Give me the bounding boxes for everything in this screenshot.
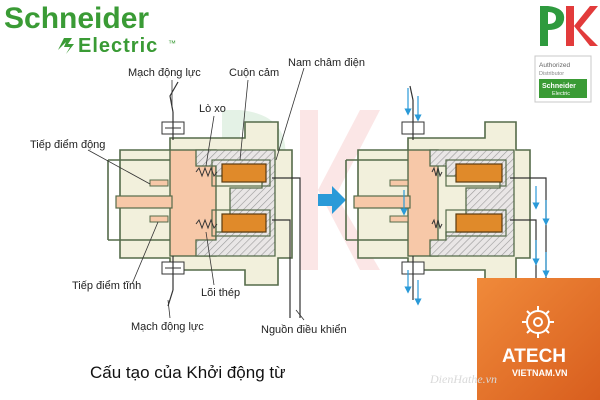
svg-text:Electric: Electric [552, 91, 570, 97]
electric-name: Electric [78, 35, 158, 57]
distributor-badge: Authorized Distributor Schneider Electri… [534, 55, 592, 103]
schneider-logo: Schneider Electric ™ [4, 2, 176, 57]
current-flow-arrows [400, 88, 550, 306]
svg-text:Authorized: Authorized [539, 62, 570, 69]
diagram-caption: Cấu tạo của Khởi động từ [90, 363, 286, 382]
contact-moving-top [149, 179, 169, 187]
power-circuit-wire [107, 159, 180, 241]
label-lo-xo: Lò xo [199, 103, 226, 115]
terminal-screw-top-icon [161, 112, 185, 140]
schneider-symbol-icon [58, 38, 74, 54]
spring-bottom-icon [195, 218, 218, 230]
spring-top-icon [195, 166, 218, 178]
pk-logo [540, 6, 598, 46]
label-mach-dong-luc-top: Mạch động lực [128, 67, 201, 79]
svg-text:Schneider: Schneider [542, 83, 576, 90]
atech-badge: ATECH VIETNAM.VN [477, 278, 600, 400]
label-tiep-diem-dong: Tiếp điểm động [30, 139, 105, 151]
label-tiep-diem-tinh: Tiếp điểm tĩnh [72, 280, 141, 292]
atech-domain: VIETNAM.VN [512, 368, 568, 378]
label-loi-thep: Lõi thép [201, 287, 240, 299]
schneider-name: Schneider [4, 2, 149, 35]
contact-moving-bottom [149, 215, 169, 223]
label-nam-cham-dien: Nam châm điện [288, 57, 365, 69]
transition-arrow-icon [318, 186, 346, 214]
trademark: ™ [168, 39, 176, 48]
site-watermark: DienHathe.vn [430, 372, 497, 386]
atech-gear-icon [522, 306, 554, 338]
left-contactor [107, 81, 301, 318]
left-labels: Mạch động lực Cuộn cảm Nam châm điện Lò … [30, 57, 365, 336]
label-cuon-cam: Cuộn cảm [229, 67, 279, 79]
coil-top [221, 163, 267, 183]
label-nguon-dieu-khien: Nguồn điều khiển [261, 324, 347, 336]
label-mach-dong-luc-bottom: Mạch động lực [131, 321, 204, 333]
svg-text:Distributor: Distributor [539, 71, 564, 77]
control-wire [272, 177, 301, 318]
terminal-screw-bottom-icon [161, 256, 185, 290]
atech-name: ATECH [502, 346, 566, 367]
leader-lines [87, 67, 305, 321]
right-contactor [345, 85, 550, 306]
coil-bottom [221, 213, 267, 233]
